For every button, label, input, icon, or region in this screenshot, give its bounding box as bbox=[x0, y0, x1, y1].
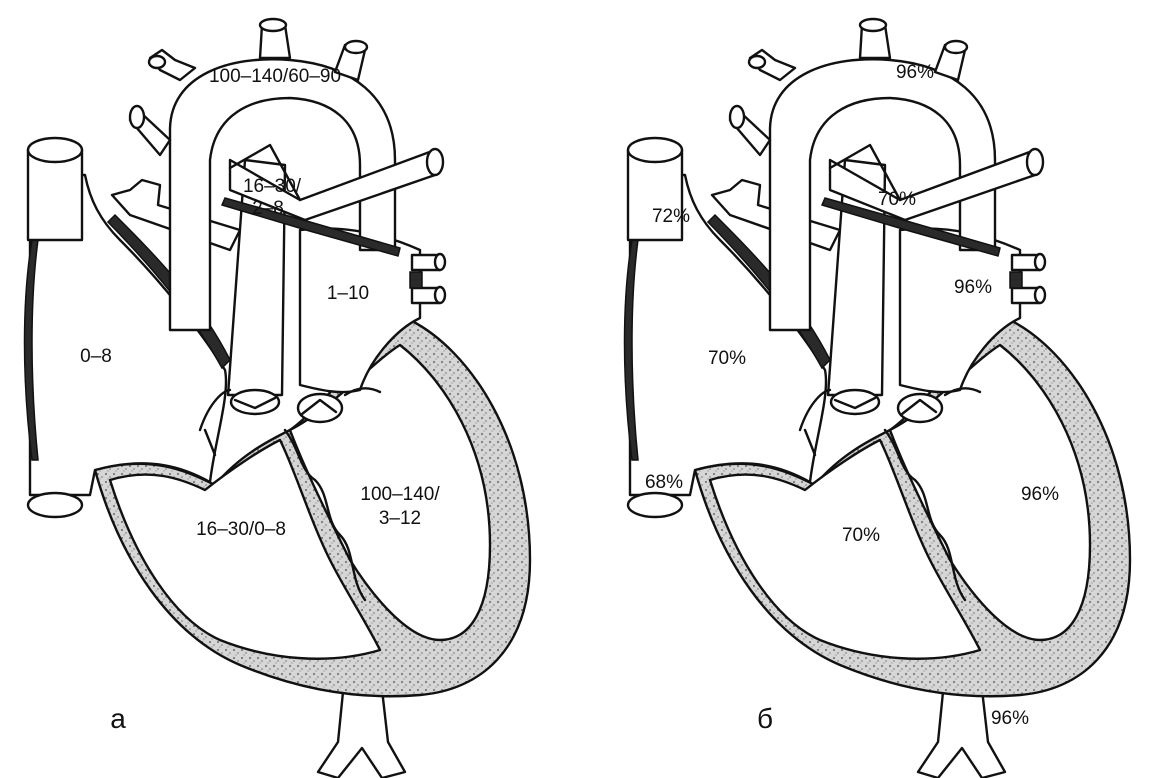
label-right-ventricle: 16–30/0–8 bbox=[196, 519, 286, 540]
panel-saturation: 96% 70% 72% 96% 70% 68% 70% 96% 96% б bbox=[625, 19, 1131, 778]
label-pulmonary-artery-2: 2–8 bbox=[252, 198, 284, 219]
panel-caption-b: б bbox=[757, 703, 773, 734]
label-aorta: 100–140/60–90 bbox=[209, 66, 341, 87]
panel-caption-a: а bbox=[110, 703, 126, 734]
label-left-ventricle-1: 100–140/ bbox=[360, 484, 440, 505]
heart-illustration-saturation bbox=[625, 19, 1131, 778]
label-right-ventricle-sat: 70% bbox=[842, 525, 880, 546]
panel-pressure: 100–140/60–90 16–30/ 2–8 1–10 0–8 16–30/… bbox=[25, 19, 531, 778]
label-left-atrium-sat: 96% bbox=[954, 277, 992, 298]
label-right-atrium-sat: 70% bbox=[708, 348, 746, 369]
label-descending-aorta-sat: 96% bbox=[991, 708, 1029, 729]
heart-illustration-pressure bbox=[25, 19, 531, 778]
label-inferior-vena-cava-sat: 68% bbox=[645, 472, 683, 493]
label-left-ventricle-sat: 96% bbox=[1021, 484, 1059, 505]
label-left-atrium: 1–10 bbox=[327, 283, 369, 304]
label-pulmonary-artery-1: 16–30/ bbox=[243, 176, 302, 197]
label-pulmonary-artery-sat: 70% bbox=[878, 189, 916, 210]
label-superior-vena-cava-sat: 72% bbox=[652, 206, 690, 227]
label-left-ventricle-2: 3–12 bbox=[379, 508, 421, 529]
label-aorta-sat: 96% bbox=[896, 62, 934, 83]
label-right-atrium: 0–8 bbox=[80, 346, 112, 367]
